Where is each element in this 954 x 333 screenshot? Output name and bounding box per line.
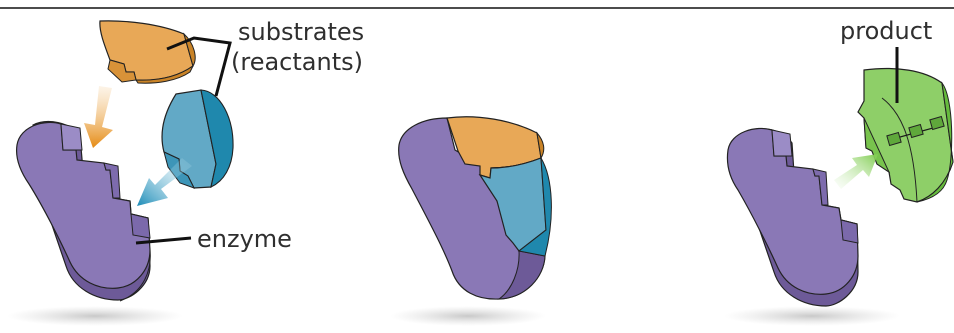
enzyme-left bbox=[17, 122, 151, 301]
complex-shadow-center bbox=[390, 306, 546, 326]
product-label: product bbox=[840, 17, 932, 45]
green-arrow-up-right bbox=[834, 154, 878, 189]
reactants-label: (reactants) bbox=[231, 48, 363, 76]
substrates-label: substrates bbox=[238, 18, 364, 46]
enzyme-shadow-left bbox=[7, 306, 183, 326]
orange-substrate-left bbox=[100, 21, 195, 83]
enzyme-right bbox=[727, 128, 858, 306]
enzyme-substrate-complex bbox=[399, 117, 552, 299]
enzyme-shadow-right bbox=[724, 306, 900, 326]
orange-arrow-down bbox=[84, 86, 113, 148]
product-molecule bbox=[858, 69, 953, 202]
enzyme-label: enzyme bbox=[197, 225, 292, 253]
